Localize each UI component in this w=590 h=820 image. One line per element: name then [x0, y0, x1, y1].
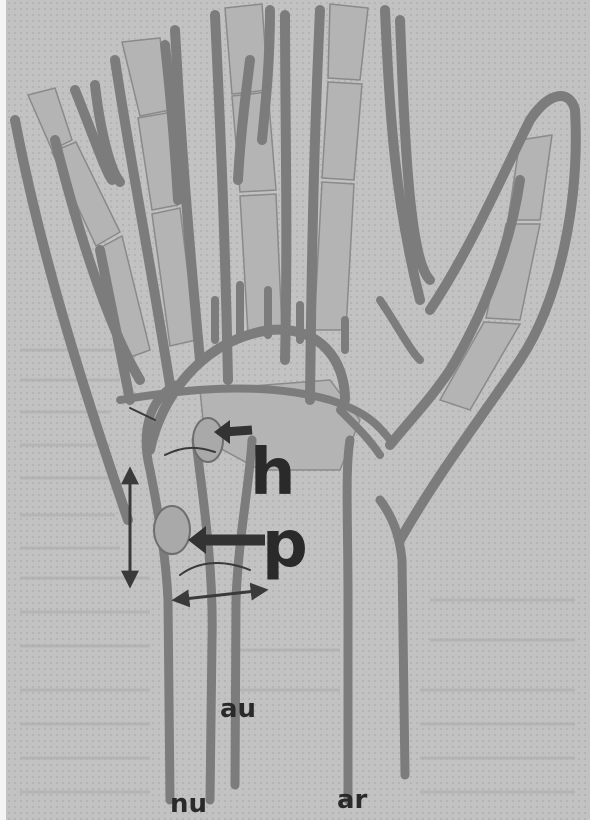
pisiform-marker: [154, 506, 190, 554]
label-h: h: [250, 436, 296, 510]
hamate-hook-marker: [193, 418, 223, 462]
radial-artery: [347, 440, 350, 800]
label-nu: nu: [170, 789, 207, 819]
label-p: p: [262, 508, 308, 582]
page-white-margin: [0, 0, 6, 820]
label-ar: ar: [337, 785, 368, 815]
label-au: au: [220, 694, 256, 724]
